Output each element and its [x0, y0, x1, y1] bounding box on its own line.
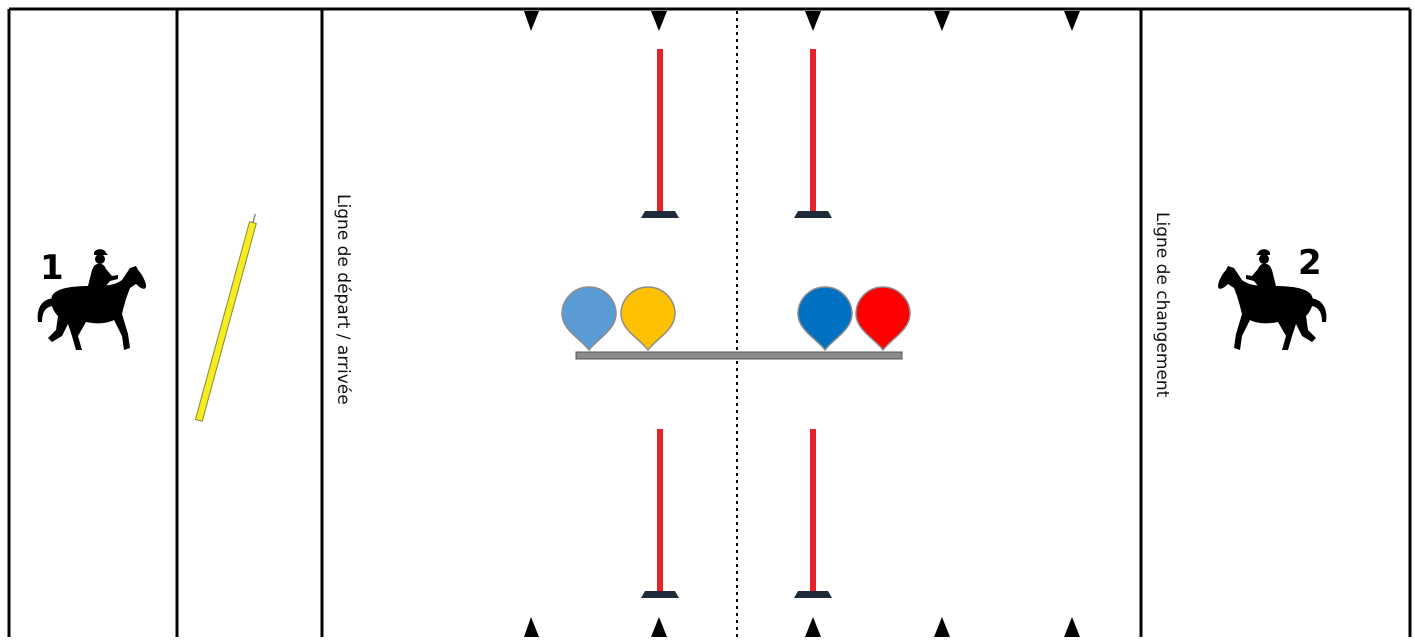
horse-rider-icon: [1218, 249, 1327, 350]
lane-marker-bottom: [651, 617, 667, 637]
lane-marker-bottom: [805, 617, 821, 637]
pole-top-left: [641, 49, 679, 218]
marker-yellow: [620, 286, 676, 352]
horse-rider-icon: [37, 249, 146, 350]
lane-marker-top: [524, 11, 539, 31]
lane-marker-bottom: [1064, 617, 1080, 637]
rider-number-1: 1: [40, 248, 64, 288]
lane-marker-top: [805, 11, 821, 31]
yellow-stick: [194, 213, 257, 422]
change-line-label: Ligne de changement: [1152, 212, 1172, 398]
table-bar: [575, 351, 903, 360]
lane-marker-bottom: [934, 617, 950, 637]
pole-bottom-right: [794, 429, 832, 598]
start-finish-line-label: Ligne de départ / arrivée: [333, 194, 353, 405]
lane-marker-top: [1064, 11, 1080, 31]
marker-red: [855, 286, 911, 352]
marker-light-blue: [561, 286, 617, 352]
lane-marker-top: [934, 11, 950, 31]
rider-number-2: 2: [1298, 243, 1322, 283]
pole-top-right: [794, 49, 832, 218]
lane-marker-top: [651, 11, 667, 31]
pole-bottom-left: [641, 429, 679, 598]
marker-blue: [797, 286, 853, 352]
lane-marker-bottom: [524, 617, 539, 637]
